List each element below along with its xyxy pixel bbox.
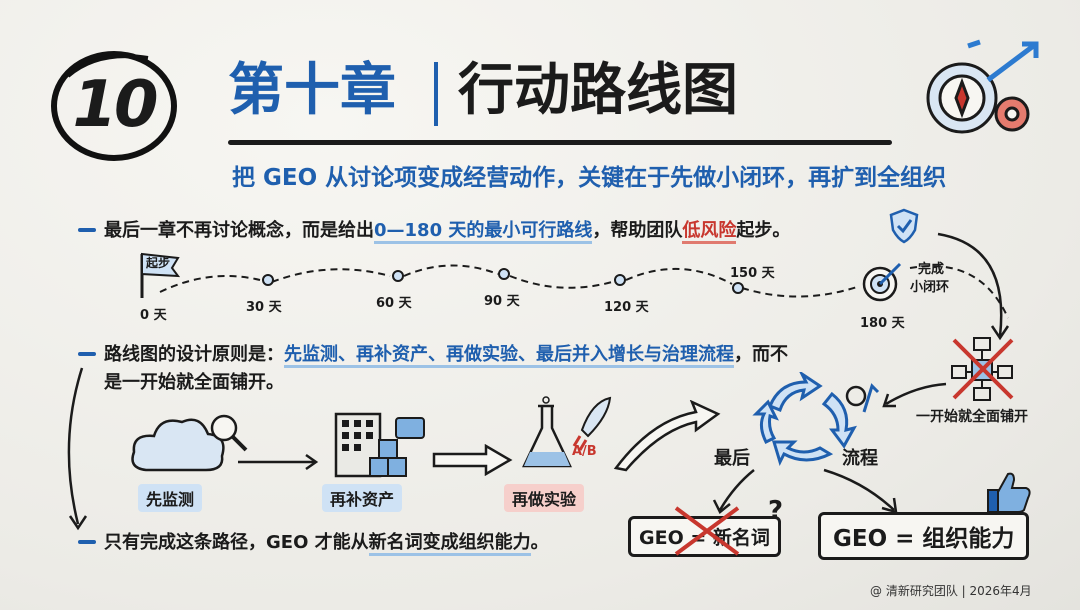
right-outcome-box: GEO = 组织能力 <box>818 512 1030 560</box>
intro-line: 最后一章不再讨论概念，而是给出0—180 天的最小可行路线，帮助团队低风险起步。 <box>104 216 791 244</box>
goal-label-2: 小闭环 <box>910 280 950 295</box>
final-step-label: 最后 <box>714 448 750 469</box>
page-title: 行动路线图 <box>458 58 738 123</box>
timeline-point-30: 30 天 <box>246 300 282 315</box>
question-mark-icon: ? <box>768 496 784 526</box>
goal-label-1: 完成 <box>918 262 945 277</box>
title-divider <box>434 62 438 126</box>
back-arrow <box>882 382 947 408</box>
intro-middle: ，帮助团队 <box>592 220 683 241</box>
title-underline <box>228 140 892 145</box>
shield-check-icon <box>889 208 919 244</box>
risk-highlight: 低风险 <box>682 220 737 244</box>
step-assets-label: 再补资产 <box>322 484 403 512</box>
chapter-number: 10 <box>72 68 158 142</box>
page-subtitle: 把 GEO 从讨论项变成经营动作，关键在于先做小闭环，再扩到全组织 <box>232 165 947 191</box>
bullet-marker <box>78 540 96 544</box>
conclusion-suffix: 。 <box>530 532 549 553</box>
compass-gear-icon <box>926 39 1039 134</box>
conclusion-line: 只有完成这条路径，GEO 才能从新名词变成组织能力。 <box>104 528 549 556</box>
wrong-cross-icon <box>674 506 740 556</box>
crossed-org-chart-icon <box>951 337 1014 401</box>
intro-prefix: 最后一章不再讨论概念，而是给出 <box>104 220 374 241</box>
timeline-point-60: 60 天 <box>376 296 412 311</box>
timeline-path <box>140 252 1009 319</box>
intro-highlight: 0—180 天的最小可行路线 <box>374 220 593 244</box>
flask-rocket-icon <box>522 396 612 468</box>
conclusion-highlight: 新名词变成组织能力 <box>368 532 531 556</box>
step-experiment-label: 再做实验 <box>504 484 585 512</box>
chapter-label: 第十章 <box>228 58 396 123</box>
principle-prefix: 路线图的设计原则是： <box>104 344 284 365</box>
wrong-outcome-box: GEO = 新名词 <box>628 516 781 557</box>
shield-to-plan-arrow <box>937 232 1010 341</box>
timeline-point-120: 120 天 <box>604 300 649 315</box>
step-arrow-3 <box>613 400 721 472</box>
principle-line: 路线图的设计原则是：先监测、再补资产、再做实验、最后并入增长与治理流程，而不 <box>104 340 788 368</box>
principle-highlight: 先监测、再补资产、再做实验、最后并入增长与治理流程 <box>284 344 734 368</box>
conclusion-prefix: 只有完成这条路径，GEO 才能从 <box>104 532 369 553</box>
principle-line-cont: 是一开始就全面铺开。 <box>104 372 284 393</box>
timeline-point-180: 180 天 <box>860 316 905 331</box>
timeline-point-0: 0 天 <box>140 308 167 323</box>
thumbs-up-icon <box>987 472 1031 513</box>
bullet-marker <box>78 352 96 356</box>
timeline-point-150: 150 天 <box>730 266 775 281</box>
timeline-point-90: 90 天 <box>484 294 520 309</box>
step-arrow-2 <box>432 444 513 476</box>
step-arrow-1 <box>238 453 319 471</box>
ab-test-tag: A/B <box>572 444 597 459</box>
left-flow-arrow <box>67 367 88 531</box>
start-flag-label: 起步 <box>146 256 171 270</box>
process-label: 流程 <box>842 448 878 469</box>
principle-suffix: ，而不 <box>734 344 788 365</box>
intro-suffix: 起步。 <box>736 220 791 241</box>
chapter-number-circle <box>51 51 177 161</box>
bullet-marker <box>78 228 96 232</box>
building-assets-icon <box>334 412 425 478</box>
not-all-at-once-label: 一开始就全面铺开 <box>916 409 1028 425</box>
step-monitor-label: 先监测 <box>138 484 203 512</box>
cloud-search-icon <box>131 414 248 472</box>
footer-credit: @ 清新研究团队 | 2026年4月 <box>870 584 1032 598</box>
cycle-process-icon <box>752 372 880 467</box>
